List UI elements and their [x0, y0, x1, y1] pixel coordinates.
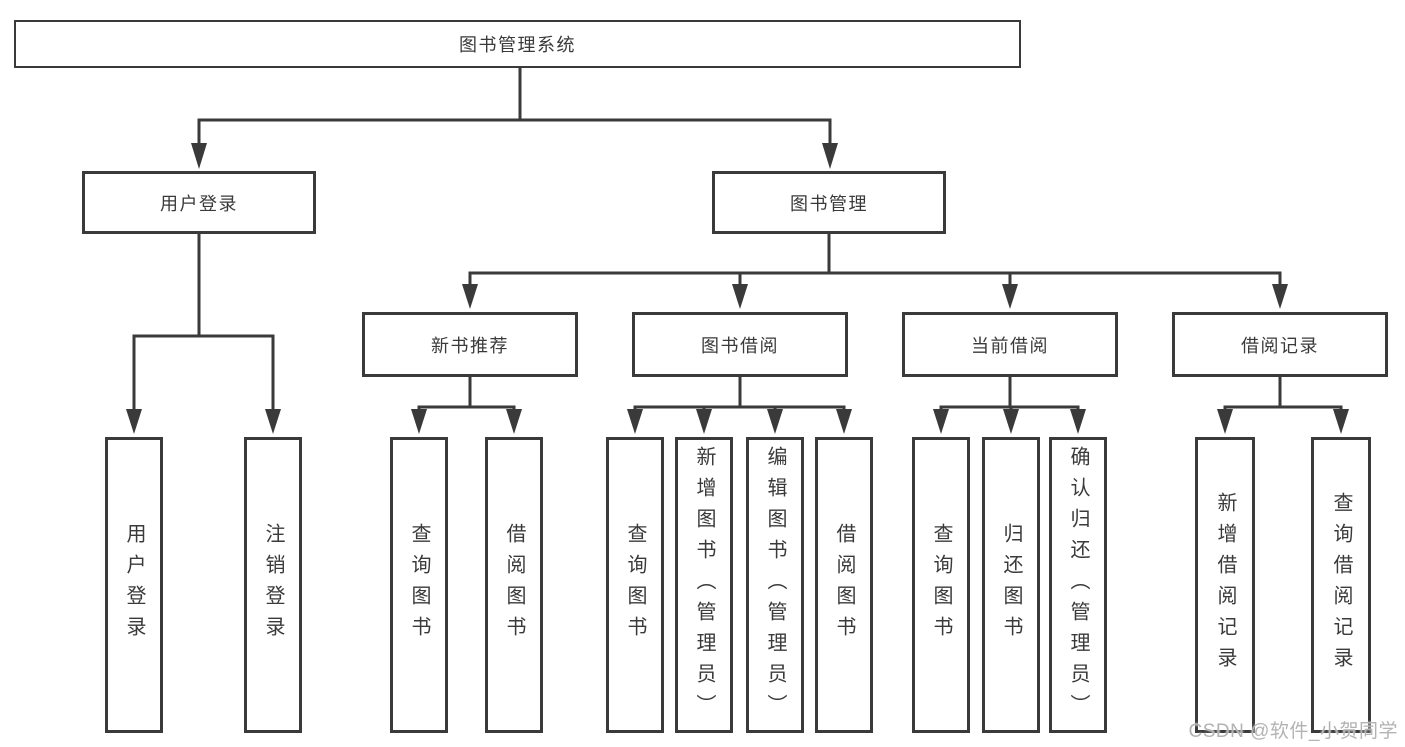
node-label: 查询图书: [624, 523, 646, 647]
node-current-borrowing: 当前借阅: [902, 312, 1118, 377]
node-new-book-recommendation: 新书推荐: [362, 312, 578, 377]
node-label: 新增借阅记录: [1214, 492, 1236, 678]
node-label: 新书推荐: [431, 335, 509, 356]
watermark: CSDN @软件_小贺同学: [1188, 721, 1398, 742]
node-label: 用户登录: [160, 193, 238, 214]
node-label: 借阅记录: [1241, 335, 1319, 356]
node-leaf-borrow-books-2: 借阅图书: [815, 437, 873, 733]
node-book-borrowing: 图书借阅: [632, 312, 848, 377]
node-label: 借阅图书: [503, 523, 525, 647]
node-label: 新增图书（管理员）: [693, 445, 715, 725]
node-leaf-borrow-books-1: 借阅图书: [485, 437, 543, 733]
node-label: 注销登录: [262, 523, 284, 647]
node-leaf-user-login: 用户登录: [105, 437, 163, 733]
node-label: 用户登录: [123, 523, 145, 647]
node-leaf-query-books-1: 查询图书: [390, 437, 448, 733]
node-leaf-return-books: 归还图书: [982, 437, 1040, 733]
node-leaf-query-borrow-record: 查询借阅记录: [1311, 437, 1371, 733]
node-label: 归还图书: [1000, 523, 1022, 647]
node-borrowing-records: 借阅记录: [1172, 312, 1388, 377]
node-leaf-query-books-2: 查询图书: [606, 437, 664, 733]
node-label: 图书管理系统: [459, 35, 576, 55]
node-label: 图书借阅: [701, 335, 779, 356]
node-label: 借阅图书: [833, 523, 855, 647]
node-label: 当前借阅: [971, 335, 1049, 356]
node-leaf-query-books-3: 查询图书: [912, 437, 970, 733]
node-label: 编辑图书（管理员）: [764, 445, 786, 725]
node-label: 查询借阅记录: [1330, 492, 1352, 678]
node-leaf-add-borrow-record: 新增借阅记录: [1195, 437, 1255, 733]
node-book-management: 图书管理: [712, 171, 946, 234]
node-label: 图书管理: [790, 193, 868, 214]
node-label: 确认归还（管理员）: [1067, 445, 1089, 725]
node-label: 查询图书: [408, 523, 430, 647]
node-library-management-system: 图书管理系统: [14, 20, 1021, 68]
node-leaf-add-books-admin: 新增图书（管理员）: [675, 437, 733, 733]
node-leaf-confirm-return-admin: 确认归还（管理员）: [1049, 437, 1107, 733]
node-leaf-edit-books-admin: 编辑图书（管理员）: [746, 437, 804, 733]
node-leaf-logout: 注销登录: [244, 437, 302, 733]
node-user-login: 用户登录: [82, 171, 316, 234]
node-label: 查询图书: [930, 523, 952, 647]
